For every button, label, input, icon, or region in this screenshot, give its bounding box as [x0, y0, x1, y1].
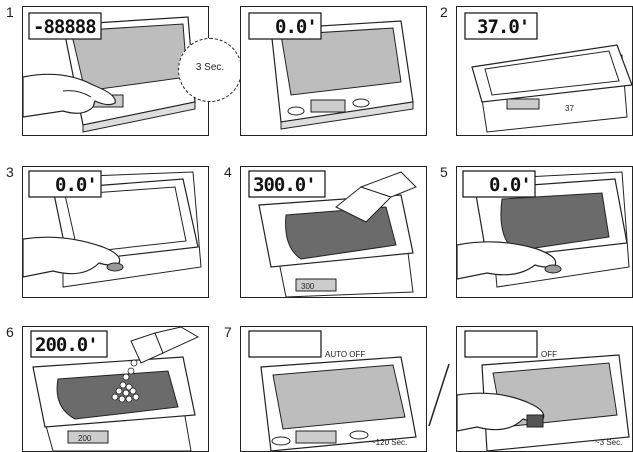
panel-step-5: 0.0'	[456, 166, 633, 298]
panel-step-4: 300 300.0'	[240, 166, 427, 298]
panel-step-1b: 0.0'	[240, 6, 427, 136]
step-number-4: 4	[224, 164, 232, 180]
off-label: OFF	[541, 350, 557, 359]
panel-step-6: 200 200.0'	[22, 326, 209, 452]
panel-step-7: AUTO OFF ~120 Sec.	[240, 326, 427, 452]
panel-step-3: 0.0'	[22, 166, 209, 298]
display-step-2: 37.0'	[477, 16, 529, 38]
small-display-step-4: 300	[301, 282, 315, 291]
display-step-1: -88888	[33, 16, 96, 38]
small-display-step-2: 37	[565, 104, 574, 113]
small-display-step-6: 200	[78, 434, 92, 443]
auto-off-label: AUTO OFF	[325, 350, 365, 359]
manual-off-time: ~3 Sec.	[595, 438, 622, 447]
panel-step-7b: OFF ~3 Sec.	[456, 326, 633, 452]
timer-label: 3 Sec.	[179, 62, 241, 73]
timer-circle: 3 Sec.	[178, 38, 242, 102]
display-step-6: 200.0'	[35, 334, 98, 356]
display-step-1b: 0.0'	[275, 16, 317, 38]
display-step-4: 300.0'	[253, 174, 316, 196]
step-number-6: 6	[6, 324, 14, 340]
step-number-1: 1	[6, 4, 14, 20]
display-step-5: 0.0'	[489, 174, 531, 196]
step-number-7: 7	[224, 324, 232, 340]
display-step-3: 0.0'	[55, 174, 97, 196]
step-number-2: 2	[440, 4, 448, 20]
auto-off-time: ~120 Sec.	[371, 438, 407, 447]
or-separator	[425, 360, 453, 430]
panel-step-2: 37 37.0'	[456, 6, 633, 136]
step-number-5: 5	[440, 164, 448, 180]
step-number-3: 3	[6, 164, 14, 180]
